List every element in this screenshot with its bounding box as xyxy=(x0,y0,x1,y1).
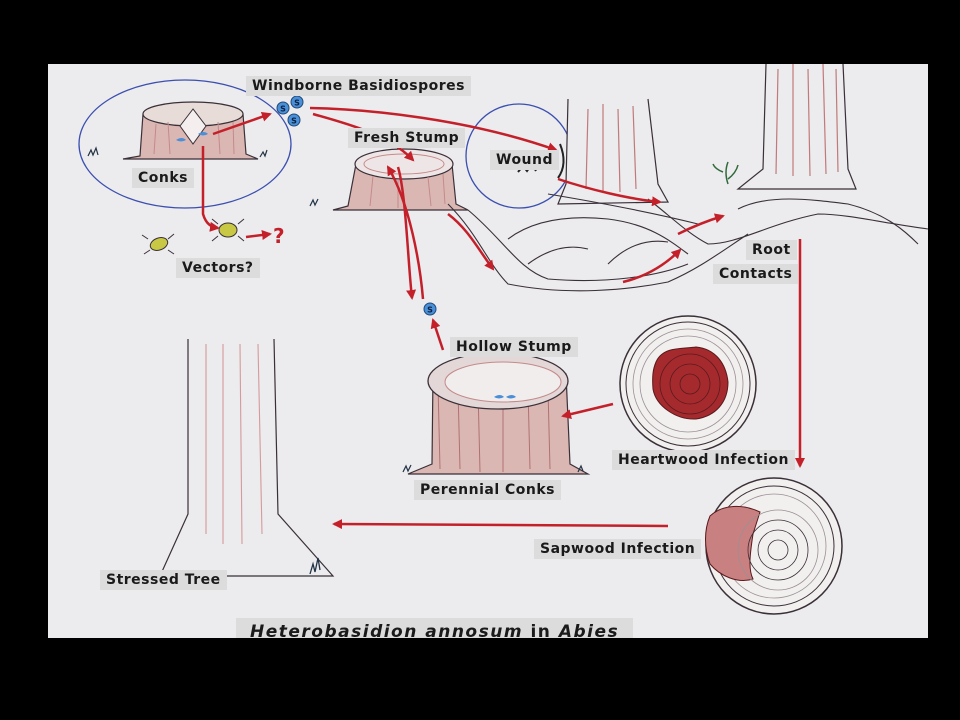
stressed-tree-illustration xyxy=(159,338,335,577)
title-connector: in xyxy=(530,622,552,638)
arrow-spore-to-fresh-stump xyxy=(386,165,425,300)
fresh-stump-illustration xyxy=(309,148,469,211)
title-species: Heterobasidion annosum xyxy=(250,622,524,638)
perennial-conks-label: Perennial Conks xyxy=(414,480,562,500)
spore-icon: S xyxy=(276,101,290,115)
arrow-stump-root xyxy=(447,213,495,271)
hollow-stump-label: Hollow Stump xyxy=(450,337,578,357)
life-cycle-diagram: S S S S xyxy=(78,64,928,615)
contacts-label: Contacts xyxy=(713,264,799,284)
arrow-wound-root xyxy=(557,177,662,207)
spore-icon: S xyxy=(287,113,301,127)
svg-text:S: S xyxy=(294,99,300,108)
title-host: Abies xyxy=(558,622,620,638)
arrow-spores-to-wound xyxy=(309,106,558,153)
wound-label: Wound xyxy=(490,150,560,170)
conk-stump-illustration xyxy=(87,101,268,160)
root-label: Root xyxy=(746,240,797,260)
sapwood-cross-section xyxy=(705,477,843,615)
arrow-sapwood-to-stressed-tree xyxy=(332,519,669,530)
beetle-icon xyxy=(141,233,175,255)
windborne-basidiospores-label: Windborne Basidiospores xyxy=(246,76,472,96)
spore-icon: S xyxy=(290,95,304,109)
arrow-vectors-to-question xyxy=(245,230,272,240)
hollow-stump-illustration xyxy=(402,352,591,475)
spore-icon: S xyxy=(423,302,437,316)
arrow-hollow-to-spore xyxy=(430,318,445,351)
diagram-slide: S S S S Windborne Basidiospores Fresh St… xyxy=(48,64,928,638)
tree-top-center xyxy=(557,98,670,205)
arrow-root-contact-1 xyxy=(622,248,682,284)
svg-text:S: S xyxy=(291,117,297,126)
conks-highlight-circle xyxy=(78,79,292,209)
question-mark: ? xyxy=(273,224,285,248)
heartwood-infection-label: Heartwood Infection xyxy=(612,450,795,470)
fresh-stump-label: Fresh Stump xyxy=(348,128,466,148)
arrow-heartwood-to-hollow xyxy=(561,402,614,419)
diagram-title: Heterobasidion annosum in Abies xyxy=(236,618,634,638)
sapwood-infection-label: Sapwood Infection xyxy=(534,539,702,559)
vectors-label: Vectors? xyxy=(176,258,260,278)
svg-text:S: S xyxy=(427,306,433,315)
arrow-root-contact-2 xyxy=(677,213,725,236)
root-system xyxy=(447,193,928,292)
stressed-tree-label: Stressed Tree xyxy=(100,570,227,590)
heartwood-cross-section xyxy=(619,315,757,453)
beetle-icon xyxy=(211,218,245,242)
arrow-conk-to-vectors xyxy=(201,146,220,232)
conks-label: Conks xyxy=(132,168,195,188)
tree-top-right xyxy=(712,64,857,190)
svg-text:S: S xyxy=(280,105,286,114)
infection-arrows xyxy=(201,106,805,530)
arrow-fresh-stump-to-hollow-spore xyxy=(396,166,417,300)
arrow-conk-to-spores xyxy=(212,111,272,136)
